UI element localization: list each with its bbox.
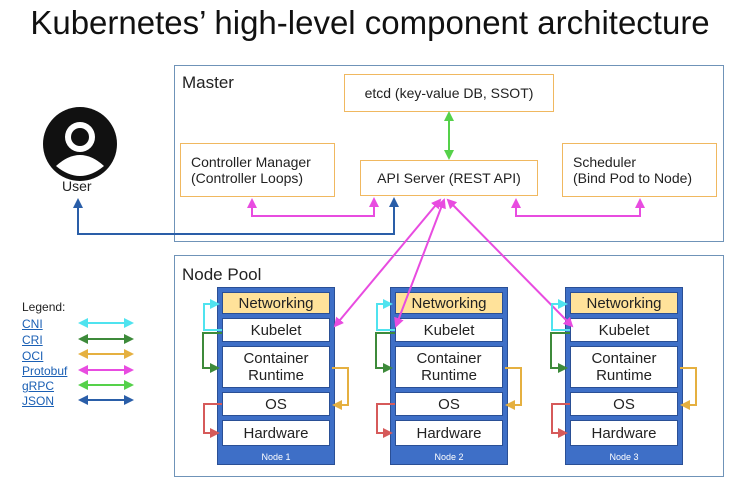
legend-item-cri[interactable]: CRI xyxy=(22,333,43,347)
runtime-label-line2: Runtime xyxy=(596,367,652,384)
os-label: OS xyxy=(438,395,460,413)
hardware-layer: Hardware xyxy=(570,420,678,446)
networking-label: Networking xyxy=(586,294,662,312)
hardware-label: Hardware xyxy=(243,424,309,442)
runtime-label-line1: Container xyxy=(243,350,309,367)
node-name: Node 2 xyxy=(434,452,464,462)
runtime-label-line2: Runtime xyxy=(248,367,304,384)
os-label: OS xyxy=(265,395,287,413)
kubelet-label: Kubelet xyxy=(598,321,650,339)
node-pool-label: Node Pool xyxy=(182,265,262,284)
node-1-connectors xyxy=(202,299,349,438)
kubelet-label: Kubelet xyxy=(250,321,302,339)
networking-layer: Networking xyxy=(570,292,678,314)
legend-item-cni[interactable]: CNI xyxy=(22,317,43,331)
etcd-box: etcd (key-value DB, SSOT) xyxy=(344,74,554,112)
etcd-label: etcd (key-value DB, SSOT) xyxy=(364,85,534,101)
scheduler-title: Scheduler xyxy=(573,154,637,170)
os-layer: OS xyxy=(395,392,503,416)
hardware-label: Hardware xyxy=(591,424,657,442)
api-kubelet3-connector xyxy=(446,198,574,328)
scheduler-subtitle: (Bind Pod to Node) xyxy=(573,170,693,186)
node-3-connectors xyxy=(550,299,697,438)
hardware-layer: Hardware xyxy=(395,420,503,446)
runtime-label-line1: Container xyxy=(591,350,657,367)
os-layer: OS xyxy=(570,392,678,416)
page-title: Kubernetes’ high-level component archite… xyxy=(30,4,710,41)
networking-layer: Networking xyxy=(222,292,330,314)
legend-item-json[interactable]: JSON xyxy=(22,394,55,408)
legend-item-protobuf[interactable]: Protobuf xyxy=(22,364,68,378)
controller-manager-title: Controller Manager xyxy=(191,154,311,170)
api-server-box: API Server (REST API) xyxy=(360,160,538,196)
api-kubelet1-connector xyxy=(333,198,442,328)
api-server-label: API Server (REST API) xyxy=(377,170,521,186)
legend-item-grpc[interactable]: gRPC xyxy=(22,379,55,393)
node-name: Node 3 xyxy=(609,452,639,462)
scheduler-box: Scheduler (Bind Pod to Node) xyxy=(562,143,717,197)
os-label: OS xyxy=(613,395,635,413)
controller-manager-box: Controller Manager (Controller Loops) xyxy=(180,143,335,197)
scheduler-api-connector xyxy=(511,198,645,217)
runtime-label-line2: Runtime xyxy=(421,367,477,384)
kubelet-layer: Kubelet xyxy=(222,318,330,342)
legend-title: Legend: xyxy=(22,300,66,314)
node-2-connectors xyxy=(375,299,522,438)
legend-item-oci[interactable]: OCI xyxy=(22,349,44,363)
master-label: Master xyxy=(182,73,234,92)
hardware-label: Hardware xyxy=(416,424,482,442)
os-layer: OS xyxy=(222,392,330,416)
user-avatar-icon xyxy=(43,107,117,181)
api-kubelet2-connector xyxy=(394,198,446,328)
networking-label: Networking xyxy=(238,294,314,312)
legend-arrows xyxy=(78,318,134,405)
user-label: User xyxy=(62,178,92,194)
kubelet-layer: Kubelet xyxy=(570,318,678,342)
node-name: Node 1 xyxy=(261,452,291,462)
controller-manager-subtitle: (Controller Loops) xyxy=(191,170,304,186)
runtime-label-line1: Container xyxy=(416,350,482,367)
controller-api-connector xyxy=(247,197,379,217)
hardware-layer: Hardware xyxy=(222,420,330,446)
